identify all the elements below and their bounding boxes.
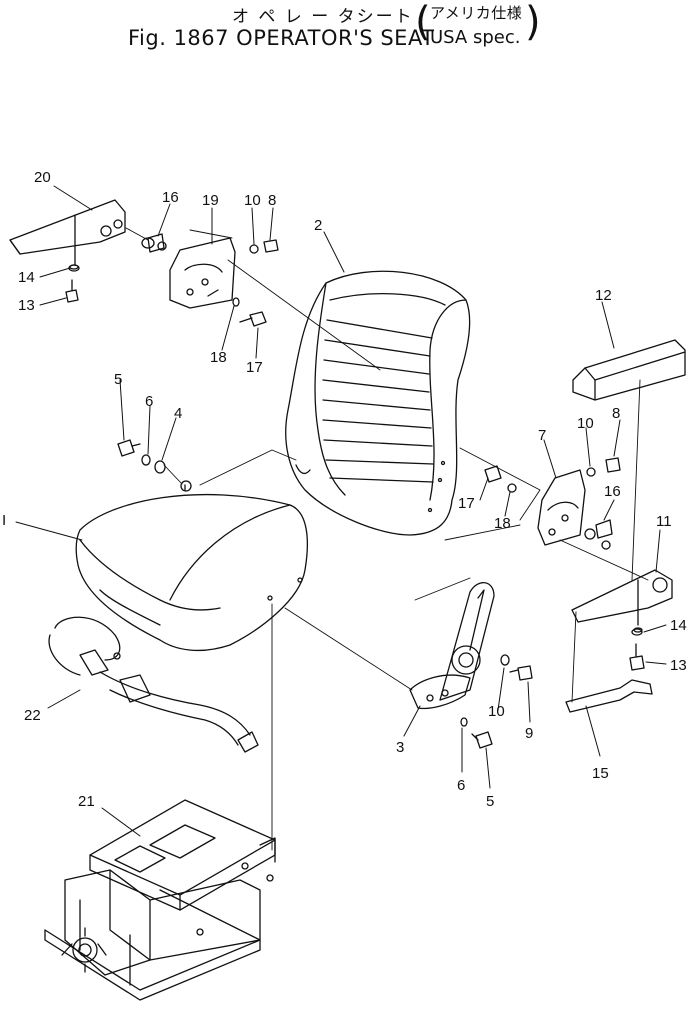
label-5-lower: 5 — [486, 793, 494, 810]
label-5-upper: 5 — [114, 371, 122, 388]
label-7: 7 — [538, 427, 546, 444]
label-10-left: 10 — [244, 192, 261, 209]
label-17-right: 17 — [458, 495, 475, 512]
label-12: 12 — [595, 287, 612, 304]
label-16-right: 16 — [604, 483, 621, 500]
right-armrest-pad — [572, 339, 686, 401]
label-8-right: 8 — [612, 405, 620, 422]
label-15: 15 — [592, 765, 609, 782]
seat-back — [285, 270, 471, 536]
label-14-right: 14 — [670, 617, 687, 634]
title-spec: USA spec. — [430, 27, 521, 48]
label-6-lower: 6 — [457, 777, 465, 794]
label-9: 9 — [525, 725, 533, 742]
title-paren-close: ) — [525, 0, 541, 45]
part-labels: 20 16 19 10 8 2 14 13 18 17 5 6 4 I 12 7… — [2, 169, 687, 810]
label-21: 21 — [78, 793, 95, 810]
left-armrest-bracket — [9, 199, 126, 270]
label-10-lever: 10 — [488, 703, 505, 720]
label-14-left: 14 — [18, 269, 35, 286]
label-6-upper: 6 — [145, 393, 153, 410]
label-16-left: 16 — [162, 189, 179, 206]
label-13-right: 13 — [670, 657, 687, 674]
label-20: 20 — [34, 169, 51, 186]
label-18-right: 18 — [494, 515, 511, 532]
label-1: I — [2, 512, 6, 529]
label-2: 2 — [314, 217, 322, 234]
title-paren-open: ( — [415, 0, 431, 45]
hardware — [65, 233, 645, 749]
label-8-left: 8 — [268, 192, 276, 209]
seat-cushion — [75, 480, 308, 652]
title-japanese: オ ペ レ ー タシート — [232, 7, 414, 27]
seat-suspension — [44, 799, 276, 1001]
title-japanese-spec: アメリカ仕様 — [430, 4, 523, 22]
label-11: 11 — [656, 513, 672, 530]
adjust-lever — [565, 679, 653, 713]
seat-belt — [48, 616, 259, 753]
right-armrest-bracket — [571, 569, 673, 633]
figure-title: Fig. 1867 OPERATOR'S SEAT — [128, 26, 435, 50]
left-hinge-plate — [169, 237, 236, 309]
label-10-right: 10 — [577, 415, 594, 432]
label-19: 19 — [202, 192, 219, 209]
label-22: 22 — [24, 707, 41, 724]
label-18-left: 18 — [210, 349, 227, 366]
label-17-left: 17 — [246, 359, 263, 376]
leader-lines — [15, 185, 667, 837]
assembly-lines — [125, 227, 649, 851]
label-3: 3 — [396, 739, 404, 756]
label-4: 4 — [174, 405, 182, 422]
right-hinge-plate — [537, 469, 586, 546]
label-13-left: 13 — [18, 297, 35, 314]
recline-lever-assembly — [409, 582, 495, 710]
